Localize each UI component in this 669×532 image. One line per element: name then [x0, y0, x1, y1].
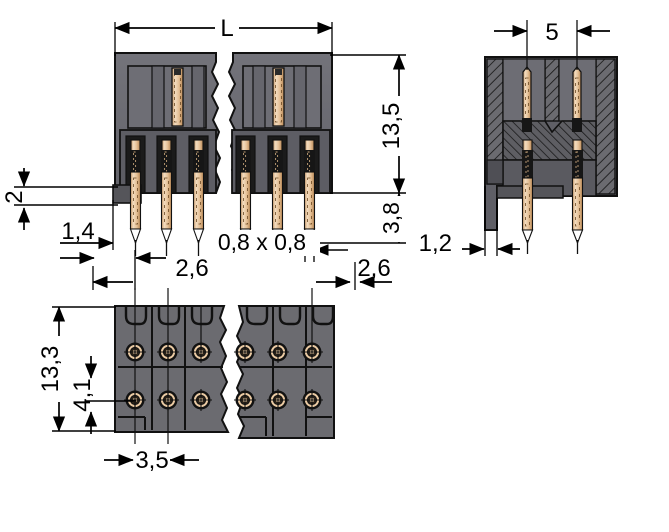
- bottom-centre-lines: [134, 288, 313, 466]
- front-solder-pin-6: [303, 139, 316, 256]
- bottom-clamp-features: [124, 306, 335, 326]
- side-upper-pin-left: [522, 20, 532, 132]
- dimension-width-133: 13,3: [37, 306, 116, 432]
- side-upper-pin-right: [572, 20, 582, 132]
- label-mask-length: [215, 14, 239, 38]
- dimension-label-pitch-right: 2,6: [357, 255, 390, 282]
- dimension-row-offset-41: 4,1: [69, 356, 136, 434]
- bottom-clamp-6: [311, 306, 335, 326]
- dimension-bottom-pitch-35: 3,5: [104, 444, 199, 474]
- dimension-length-L: L: [114, 14, 333, 56]
- dimension-label-pitch-left: 2,6: [175, 255, 208, 282]
- dimension-standoff-2: 2: [1, 168, 118, 230]
- bottom-clamp-3: [190, 306, 214, 326]
- dimension-pin-length-38: 3,8: [318, 192, 412, 244]
- bottom-clamp-2: [157, 306, 181, 326]
- dimension-label-length: L: [220, 15, 233, 42]
- dimension-pitch-right-26: 2,6: [316, 255, 392, 290]
- front-solder-pin-3: [192, 139, 205, 256]
- bottom-clamp-4: [245, 306, 269, 326]
- front-elevation-view: L 13,5 3,8 2 1,4: [1, 14, 412, 290]
- front-upper-pins: [171, 67, 285, 127]
- side-lower-pin-right: [571, 139, 584, 254]
- dimension-pin-section: 0,8 x 0,8: [205, 229, 348, 262]
- front-upper-rib-a-right: [252, 65, 266, 129]
- bottom-plan-view: 13,3 4,1 3,5: [37, 288, 335, 474]
- dimension-label-pin-length: 3,8: [378, 202, 404, 234]
- bottom-plate-right: [235, 305, 335, 439]
- label-mask-pitch: [134, 444, 170, 474]
- side-lower-pin-left: [521, 139, 534, 254]
- dimension-label-height: 13,5: [378, 103, 405, 150]
- front-upper-pin-right: [272, 67, 285, 127]
- label-mask-width: [44, 336, 72, 402]
- side-section-view: 5 1,2: [419, 19, 618, 257]
- front-upper-rib-a-left: [151, 65, 165, 129]
- label-mask-pin-section: [205, 230, 320, 256]
- front-solder-pin-1: [129, 139, 142, 256]
- dimension-label-wall-thickness: 1,2: [419, 230, 452, 257]
- bottom-clamp-1: [124, 306, 148, 326]
- front-solder-pin-2: [160, 139, 173, 256]
- dimension-wall-thickness-12: 1,2: [419, 186, 520, 257]
- dimension-label-pin-section: 0,8 x 0,8: [218, 229, 306, 255]
- side-wall-hatch-right: [595, 58, 616, 195]
- dimension-row-spacing-5: 5: [494, 19, 610, 46]
- dimension-label-bottom-pitch: 3,5: [135, 447, 168, 474]
- label-mask-pin-length: [386, 196, 412, 242]
- dimension-pitch-left-26: 2,6: [60, 250, 209, 290]
- dimension-edge-offset-14: 1,4: [60, 200, 114, 250]
- front-upper-pin-left: [171, 67, 184, 127]
- dimension-label-width: 13,3: [37, 346, 64, 393]
- front-upper-rib-b-left: [191, 65, 205, 129]
- front-solder-pins: [129, 139, 316, 256]
- dimension-height-135: 13,5: [330, 54, 412, 194]
- side-wall-hatch-middle: [544, 58, 560, 122]
- dimension-label-standoff: 2: [1, 190, 28, 203]
- bottom-clamp-5: [278, 306, 302, 326]
- front-upper-rib-b-right: [293, 65, 307, 129]
- dimension-label-row-offset: 4,1: [69, 378, 96, 411]
- label-mask-height: [386, 96, 412, 156]
- side-step-left: [486, 159, 504, 185]
- dimension-label-edge-offset: 1,4: [61, 218, 94, 245]
- front-solder-pin-4: [239, 139, 252, 256]
- dimension-label-row-spacing: 5: [545, 19, 558, 46]
